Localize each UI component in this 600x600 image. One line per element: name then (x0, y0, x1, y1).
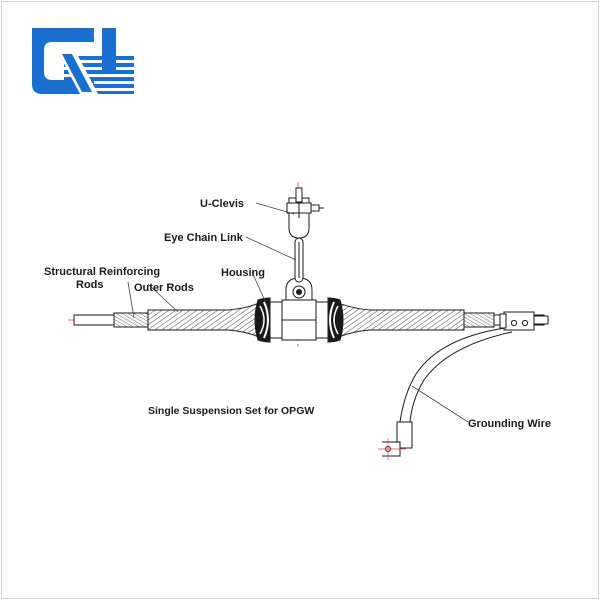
grounding-wire (378, 327, 513, 460)
label-eye-chain-link: Eye Chain Link (164, 232, 244, 244)
label-u-clevis: U-Clevis (200, 198, 244, 210)
label-outer-rods: Outer Rods (134, 282, 194, 294)
diagram-caption: Single Suspension Set for OPGW (148, 405, 314, 417)
label-rods: Rods (76, 279, 104, 291)
label-housing: Housing (221, 267, 265, 279)
leader-lines (127, 202, 469, 423)
eye-chain-link (294, 237, 304, 283)
grounding-clamp (499, 311, 549, 331)
label-grounding-wire: Grounding Wire (468, 418, 551, 430)
label-structural-reinforcing: Structural Reinforcing (44, 266, 160, 278)
housing (254, 277, 344, 343)
company-logo (32, 28, 134, 94)
u-clevis (286, 187, 324, 239)
